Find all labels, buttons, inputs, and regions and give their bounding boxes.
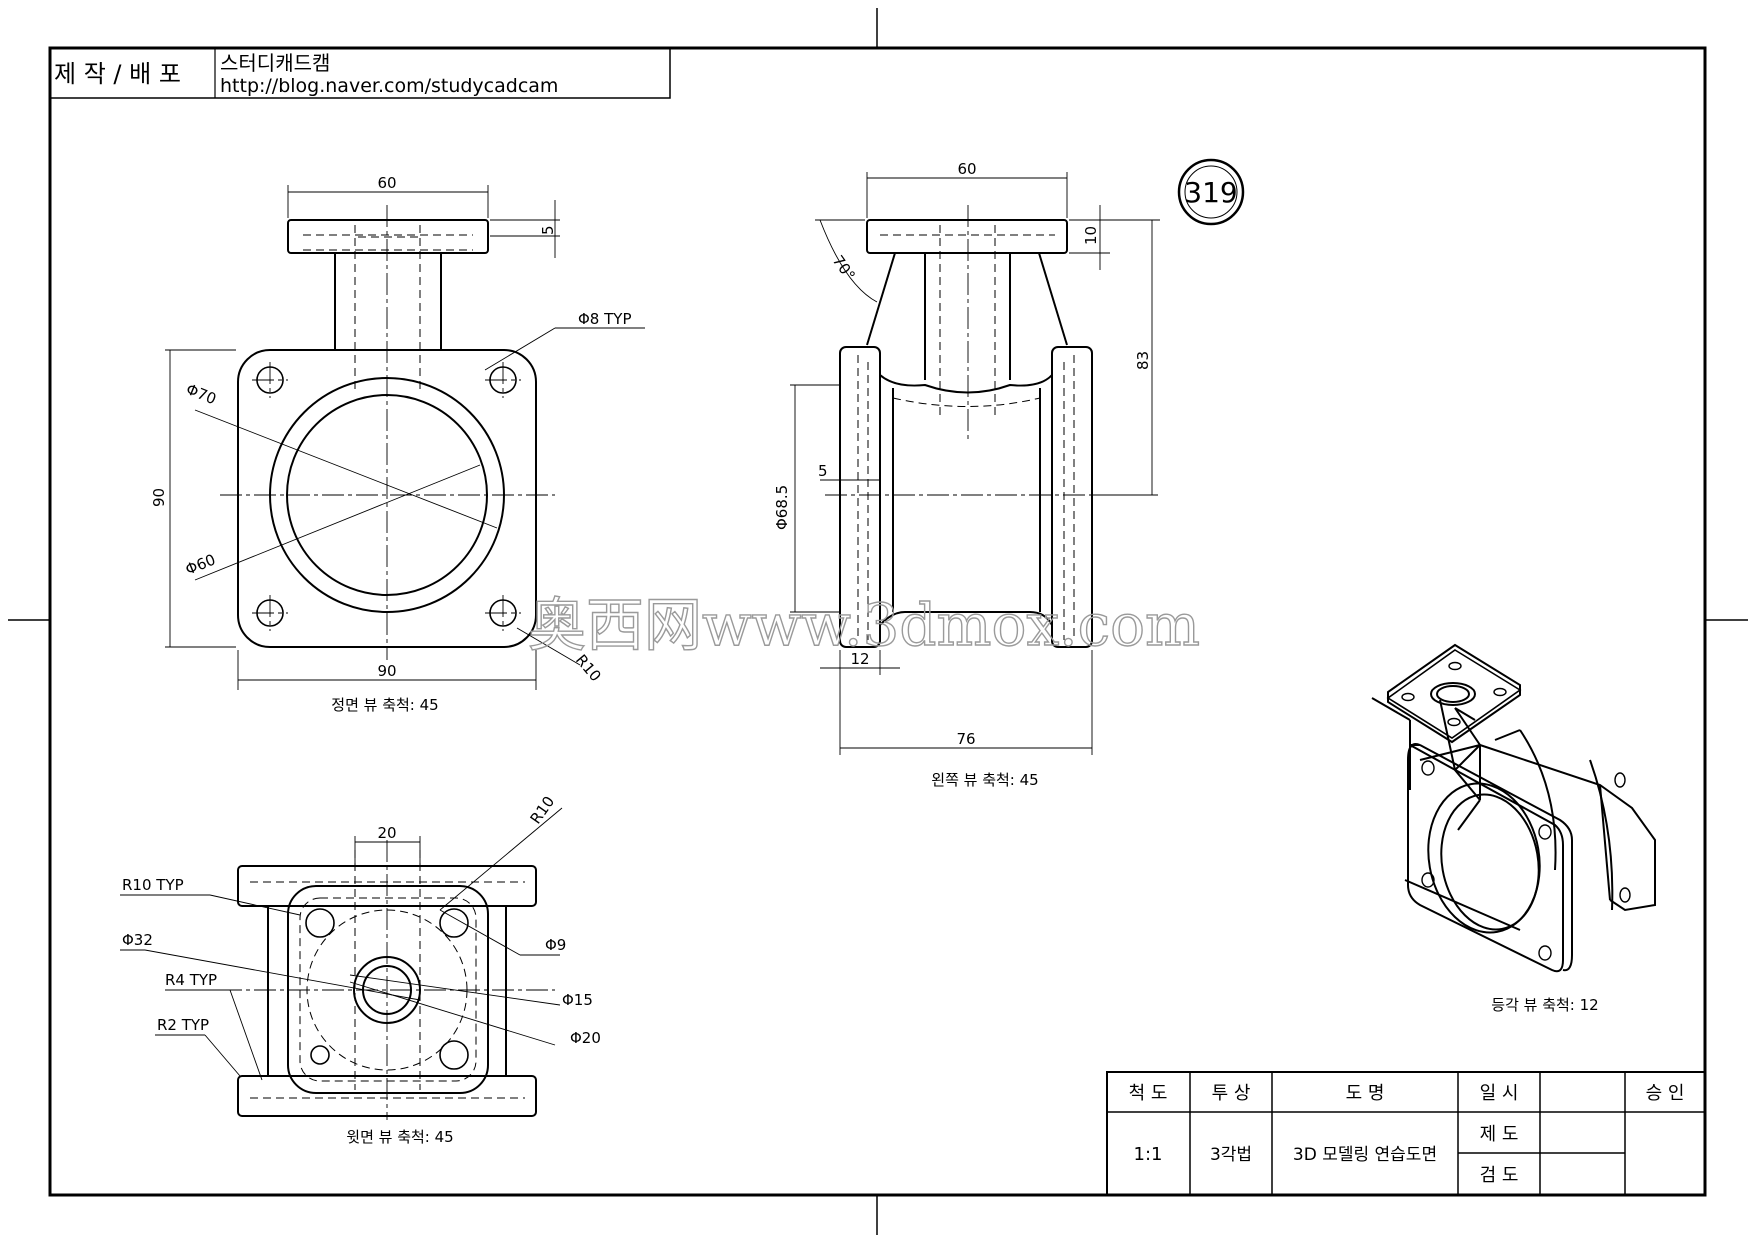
tb-approve-label: 승 인 xyxy=(1646,1083,1685,1104)
top-dim-d9: Φ9 xyxy=(545,936,566,954)
left-dim-width: 76 xyxy=(956,730,975,748)
front-dim-flange-thk: 5 xyxy=(539,225,557,235)
iso-view-caption: 등각 뷰 축척: 12 xyxy=(1491,996,1598,1014)
drawing-number-badge: 319 xyxy=(1177,158,1245,226)
top-dim-d32: Φ32 xyxy=(122,931,153,949)
tb-name-value: 3D 모델링 연습도면 xyxy=(1293,1145,1437,1165)
top-view xyxy=(120,807,563,1120)
watermark: 奥西网www.3dmox.com xyxy=(528,591,1200,659)
top-dim-r2: R2 TYP xyxy=(157,1016,209,1034)
top-view-dimensions: 20 R10 R10 TYP Φ9 Φ32 R4 TYP R2 TYP Φ15 … xyxy=(122,793,601,1146)
sheet-border xyxy=(48,46,1707,1197)
tb-projection-value: 3각법 xyxy=(1210,1145,1252,1165)
top-dim-d20: Φ20 xyxy=(570,1029,601,1047)
tb-scale-label: 척 도 xyxy=(1129,1083,1168,1104)
header-label: 제 작 / 배 포 xyxy=(54,60,181,88)
left-view-dimensions: 60 10 70° 83 Φ68.5 5 12 76 왼쪽 뷰 축척: 45 xyxy=(773,160,1152,789)
left-dim-wall: 5 xyxy=(818,462,828,480)
left-view xyxy=(790,172,1160,755)
left-dim-thk: 10 xyxy=(1082,226,1100,245)
centering-marks xyxy=(8,8,1748,1235)
tb-scale-value: 1:1 xyxy=(1134,1144,1163,1165)
left-dim-top-width: 60 xyxy=(957,160,976,178)
left-dim-height: 83 xyxy=(1134,351,1152,370)
top-view-caption: 윗면 뷰 축척: 45 xyxy=(346,1128,453,1146)
front-dim-height: 90 xyxy=(150,488,168,507)
drawing-number: 319 xyxy=(1184,176,1237,209)
front-dim-top-width: 60 xyxy=(377,174,396,192)
top-dim-r10typ: R10 TYP xyxy=(122,876,184,894)
top-dim-width: 20 xyxy=(377,824,396,842)
front-dim-width: 90 xyxy=(377,662,396,680)
left-dim-dia: Φ68.5 xyxy=(773,485,791,530)
front-view xyxy=(165,185,645,690)
tb-name-label: 도 명 xyxy=(1346,1083,1385,1104)
header-author: 스터디캐드캠 xyxy=(220,51,330,75)
front-dim-id: Φ60 xyxy=(183,550,218,578)
front-view-caption: 정면 뷰 축척: 45 xyxy=(331,696,438,714)
title-block xyxy=(1106,1071,1706,1196)
top-dim-r4: R4 TYP xyxy=(165,971,217,989)
top-dim-r10: R10 xyxy=(527,793,559,828)
left-dim-angle: 70° xyxy=(829,252,859,284)
front-dim-hole: Φ8 TYP xyxy=(578,310,632,328)
tb-drawn-label: 제 도 xyxy=(1480,1124,1519,1145)
tb-projection-label: 투 상 xyxy=(1212,1083,1251,1104)
title-block-text: 척 도 1:1 투 상 3각법 도 명 3D 모델링 연습도면 일 시 제 도 … xyxy=(1129,1083,1685,1186)
tb-date-label: 일 시 xyxy=(1480,1083,1519,1104)
left-dim-flange: 12 xyxy=(850,650,869,668)
tb-checked-label: 검 도 xyxy=(1480,1165,1519,1186)
isometric-view xyxy=(1371,643,1656,973)
header-box: 제 작 / 배 포 스터디캐드캠 http://blog.naver.com/s… xyxy=(49,47,671,99)
left-view-caption: 왼쪽 뷰 축척: 45 xyxy=(931,771,1038,789)
header-url: http://blog.naver.com/studycadcam xyxy=(220,75,558,97)
top-dim-d15: Φ15 xyxy=(562,991,593,1009)
front-dim-od: Φ70 xyxy=(184,380,219,408)
